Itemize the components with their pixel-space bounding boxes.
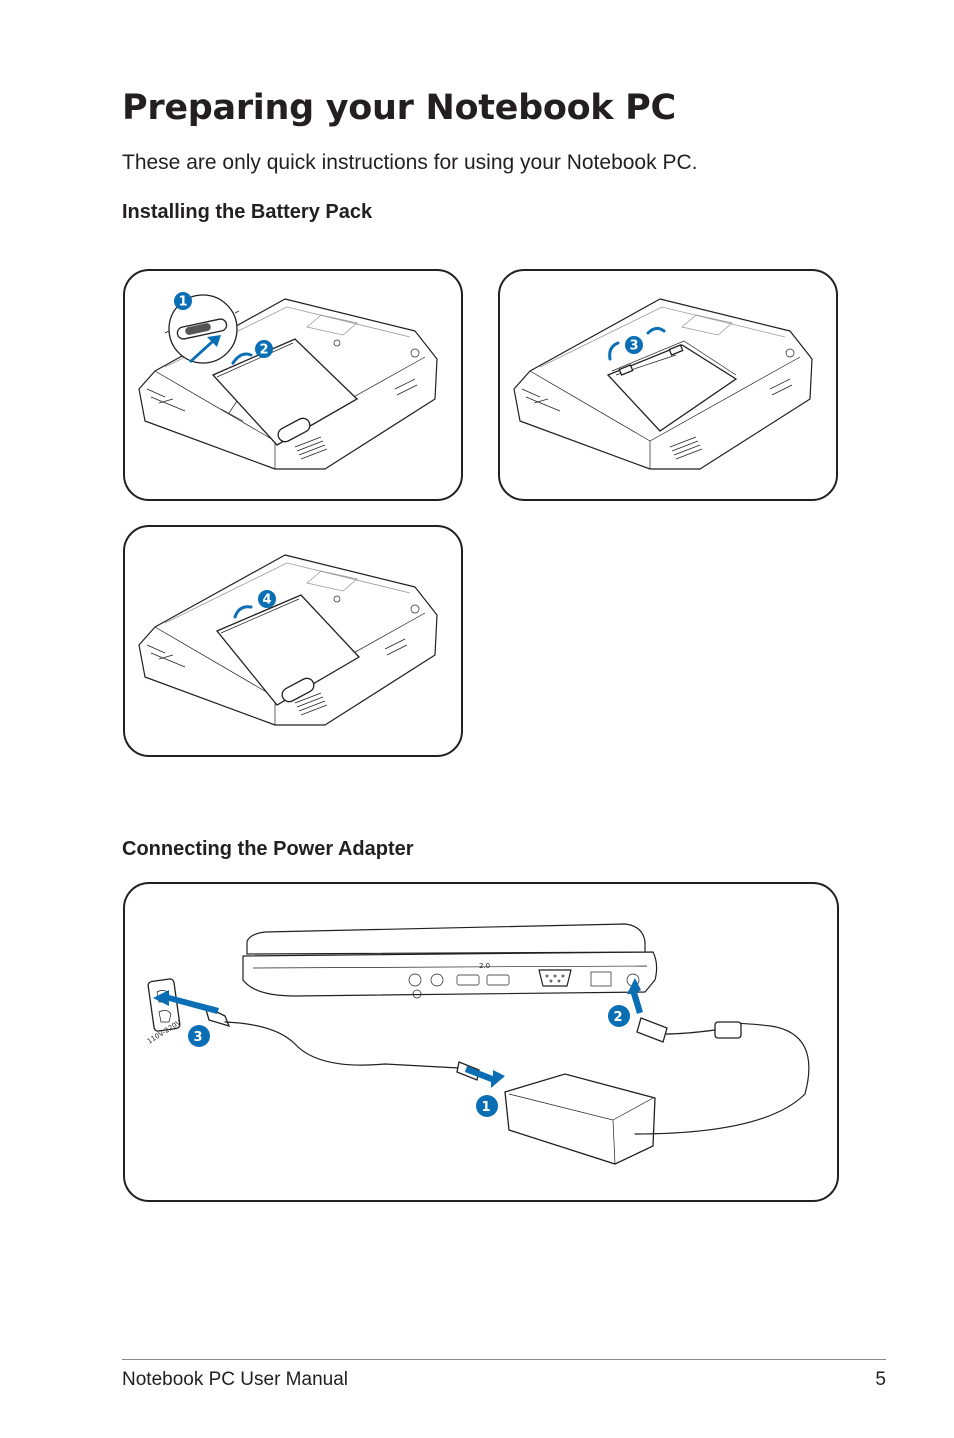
power-step-badge-3: 3 bbox=[194, 1030, 203, 1045]
step-badge-3: 3 bbox=[630, 339, 639, 354]
power-step-badge-1: 1 bbox=[482, 1100, 491, 1115]
step-badge-4: 4 bbox=[263, 593, 272, 608]
footer-rule bbox=[122, 1359, 886, 1360]
power-adapter-illustration: 2.0 110V-220V 3 1 2 bbox=[123, 882, 839, 1202]
battery-step-4-illustration: 4 bbox=[123, 525, 463, 757]
step-badge-1: 1 bbox=[179, 295, 188, 310]
usb-label: 2.0 bbox=[479, 962, 490, 970]
battery-step-1-2-illustration: 1 2 bbox=[123, 269, 463, 501]
power-step-badge-2: 2 bbox=[614, 1010, 623, 1025]
page-number: 5 bbox=[875, 1369, 886, 1390]
power-section-heading: Connecting the Power Adapter bbox=[122, 838, 414, 860]
intro-text: These are only quick instructions for us… bbox=[122, 151, 698, 174]
battery-section-heading: Installing the Battery Pack bbox=[122, 201, 373, 223]
footer-manual-name: Notebook PC User Manual bbox=[122, 1369, 348, 1390]
battery-step-3-illustration: 3 bbox=[498, 269, 838, 501]
page-title: Preparing your Notebook PC bbox=[122, 88, 676, 128]
step-badge-2: 2 bbox=[260, 343, 269, 358]
